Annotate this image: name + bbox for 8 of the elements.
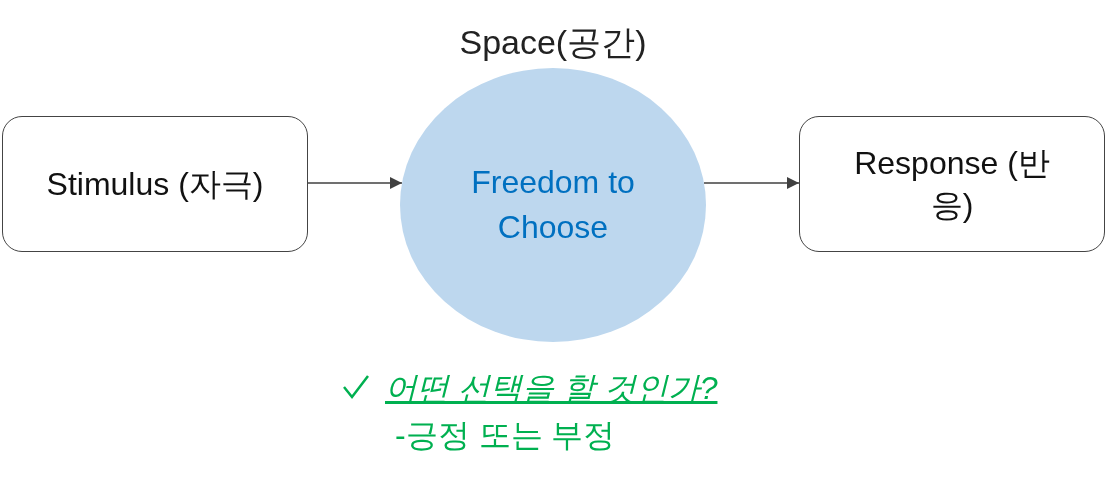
note-text: -긍정 또는 부정 xyxy=(395,416,616,455)
question-text: 어떤 선택을 할 것인가? xyxy=(385,369,718,408)
arrow xyxy=(703,177,800,189)
rounded-box: Response (반응) xyxy=(799,116,1105,252)
arrow xyxy=(307,177,403,189)
circle-label: Freedom to Choose xyxy=(470,163,636,247)
heading: Space(공간) xyxy=(458,22,648,63)
rounded-box: Stimulus (자극) xyxy=(2,116,308,252)
